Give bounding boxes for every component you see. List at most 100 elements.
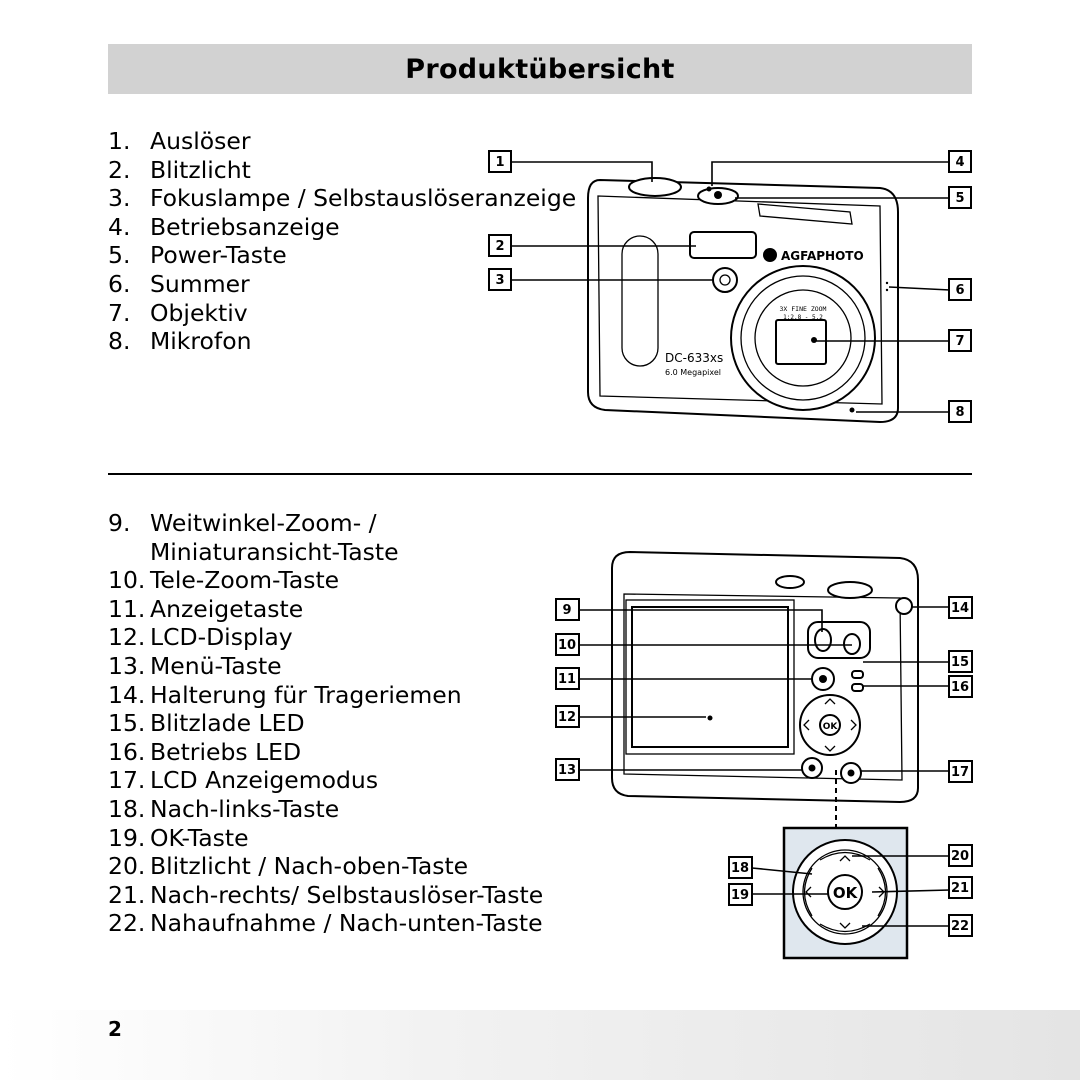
shutter-button-icon [628, 177, 682, 197]
callout-4: 4 [948, 150, 972, 173]
list-item: 11.Anzeigetaste [108, 595, 543, 624]
lens-text: 3X FINE ZOOM [780, 305, 827, 313]
grip-icon [621, 235, 659, 367]
item-number: 17. [108, 766, 146, 795]
callout-1: 1 [488, 150, 512, 173]
svg-text:17: 17 [951, 765, 969, 780]
list-item: 5.Power-Taste [108, 241, 576, 270]
callout-22: 22 [948, 914, 973, 937]
svg-text:11: 11 [558, 672, 576, 687]
item-label: LCD-Display [150, 623, 293, 652]
svg-text:5: 5 [955, 191, 964, 206]
callout-21: 21 [948, 876, 973, 899]
callout-18: 18 [728, 856, 753, 879]
callout-5: 5 [948, 186, 972, 209]
list-item: 1.Auslöser [108, 127, 576, 156]
callout-6: 6 [948, 278, 972, 301]
list-item: 12.LCD-Display [108, 623, 543, 652]
svg-text:16: 16 [951, 680, 969, 695]
item-label: Blitzlade LED [150, 709, 305, 738]
flash-icon [689, 231, 757, 259]
svg-text:4: 4 [955, 155, 964, 170]
item-number: 16. [108, 737, 146, 766]
list-item: 7.Objektiv [108, 299, 576, 328]
list-item: 17.LCD Anzeigemodus [108, 766, 543, 795]
item-number: 9. [108, 509, 131, 537]
svg-text:18: 18 [731, 861, 749, 876]
item-number: 3. [108, 184, 131, 213]
svg-text:2: 2 [495, 239, 504, 254]
list-item: 4. Betriebsanzeige [108, 213, 576, 242]
item-number: 20. [108, 852, 146, 881]
camera-back-illustration: OK [611, 550, 919, 804]
lcd-display-icon [631, 606, 789, 748]
item-number: 12. [108, 623, 146, 652]
item-number: 11. [108, 594, 146, 623]
svg-text:7: 7 [955, 334, 964, 349]
list-item: 10.Tele-Zoom-Taste [108, 566, 543, 595]
item-number: 5. [108, 241, 131, 270]
left-button-icon [803, 867, 813, 917]
item-number: 6. [108, 269, 131, 298]
megapixel-text: 6.0 Megapixel [665, 368, 721, 377]
item-number: 7. [108, 298, 131, 327]
item-label: Weitwinkel-Zoom- / [150, 509, 377, 537]
callout-15: 15 [948, 650, 973, 673]
item-label: Betriebsanzeige [150, 212, 340, 241]
ok-button-icon [827, 874, 863, 910]
item-label: Auslöser [150, 127, 251, 155]
item-label: Anzeigetaste [150, 594, 304, 623]
svg-text:13: 13 [558, 763, 576, 778]
item-label: Summer [150, 269, 250, 298]
list-item: 22.Nahaufnahme / Nach-unten-Taste [108, 909, 543, 938]
item-label: Betriebs LED [150, 737, 302, 766]
item-label: Nach-links-Taste [150, 794, 340, 823]
power-led-icon [851, 683, 864, 692]
strap-holder-icon [895, 597, 913, 615]
list-item: 21.Nach-rechts/ Selbstauslöser-Taste [108, 881, 543, 910]
svg-text:20: 20 [951, 849, 969, 864]
status-led-icon [706, 186, 712, 192]
brand-logo-icon [763, 248, 777, 262]
item-label: Mikrofon [150, 327, 252, 356]
item-label: LCD Anzeigemodus [150, 766, 379, 795]
page-number: 2 [108, 1017, 122, 1041]
item-label: Nahaufnahme / Nach-unten-Taste [150, 909, 543, 938]
item-number: 14. [108, 680, 146, 709]
lens-aperture-text: 1:2.8 - 5.2 [783, 314, 823, 321]
item-label: Blitzlicht [150, 155, 251, 184]
item-number: 21. [108, 880, 146, 909]
item-label: Miniaturansicht-Taste [150, 537, 399, 566]
section-divider [108, 473, 972, 475]
svg-text:9: 9 [562, 603, 571, 618]
callout-7: 7 [948, 329, 972, 352]
callout-3: 3 [488, 268, 512, 291]
svg-text:19: 19 [731, 888, 749, 903]
ok-label-small: OK [823, 722, 839, 732]
list-item: 8. Mikrofon [108, 327, 576, 356]
item-number: 4. [108, 212, 131, 241]
list-item: 2. Blitzlicht [108, 156, 576, 185]
svg-text:15: 15 [951, 655, 969, 670]
dpad-detail-illustration: OK [782, 826, 909, 960]
list-item: 9. Weitwinkel-Zoom- / [108, 509, 543, 538]
page-title: Produktübersicht [405, 53, 675, 85]
ok-label: OK [833, 884, 859, 902]
callout-16: 16 [948, 675, 973, 698]
callout-17: 17 [948, 760, 973, 783]
item-number: 8. [108, 327, 131, 356]
svg-text:22: 22 [951, 919, 969, 934]
item-number: 22. [108, 909, 146, 938]
list-item: 3.Fokuslampe / Selbstauslöseranzeige [108, 184, 576, 213]
item-label: Blitzlicht / Nach-oben-Taste [150, 852, 469, 881]
svg-text:12: 12 [558, 710, 576, 725]
brand-text: AGFAPHOTO [781, 249, 864, 263]
power-dot-icon [714, 191, 722, 199]
list-item: 20.Blitzlicht / Nach-oben-Taste [108, 852, 543, 881]
item-number: 13. [108, 651, 146, 680]
model-text: DC-633xs [665, 351, 723, 365]
callout-19: 19 [728, 883, 753, 906]
item-label: Menü-Taste [150, 651, 282, 680]
item-number: 2. [108, 155, 131, 184]
